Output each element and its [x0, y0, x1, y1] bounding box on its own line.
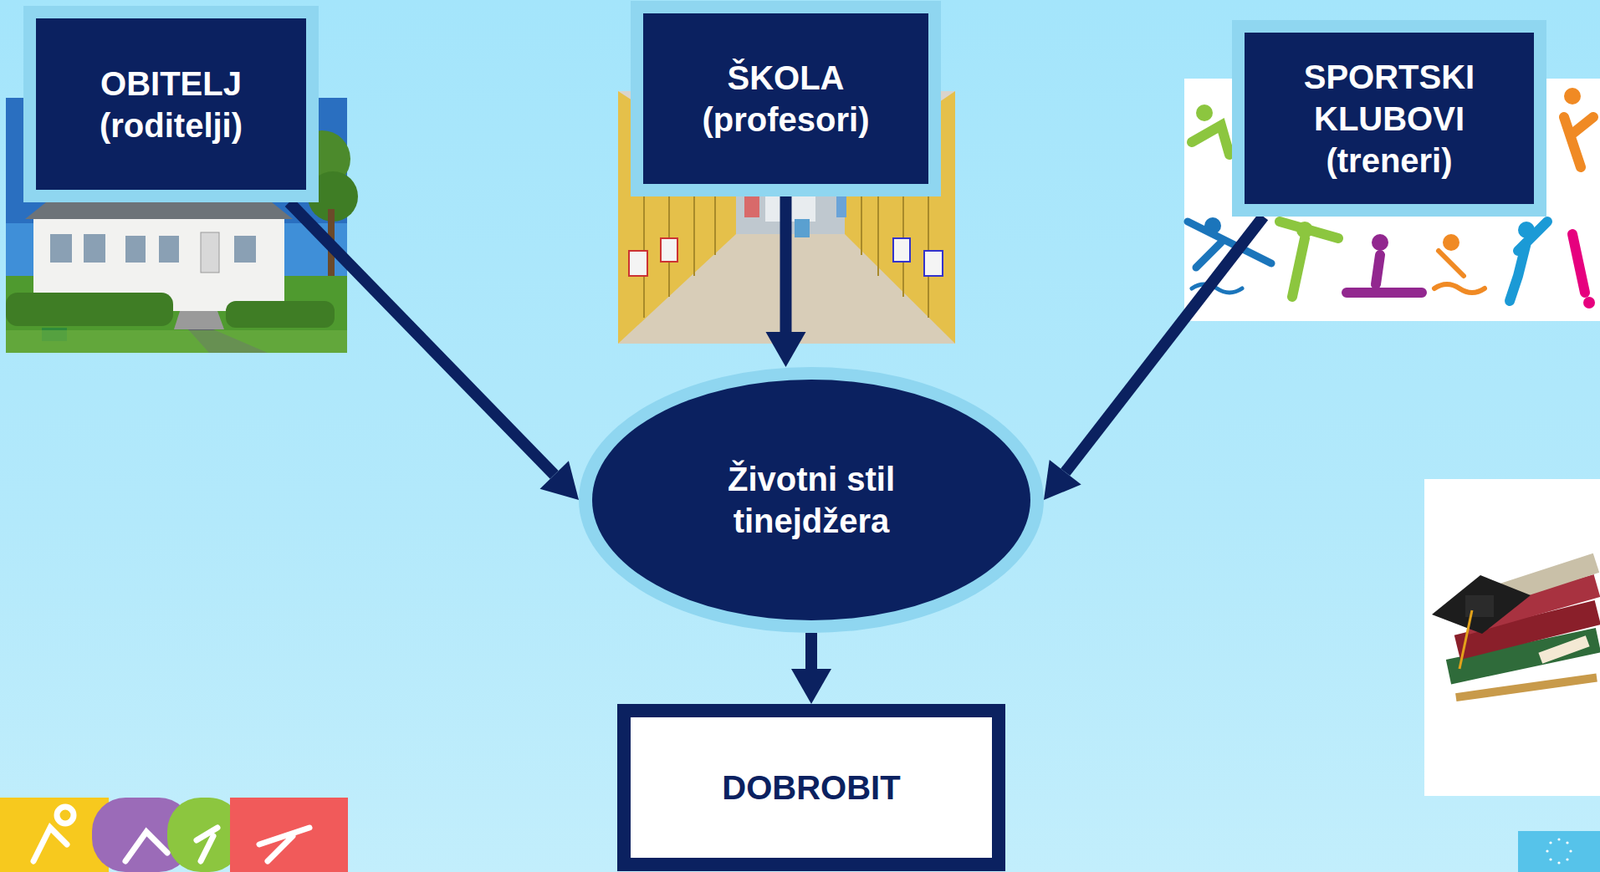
sports-banner-picture	[0, 797, 348, 872]
arrow-line	[780, 196, 793, 333]
arrow-line	[289, 202, 555, 476]
arrow-line	[1065, 216, 1264, 473]
sports-clubs-box: SPORTSKI KLUBOVI (treneri)	[1244, 32, 1534, 205]
school-box: ŠKOLA (profesori)	[643, 13, 929, 185]
ellipse-outline	[578, 367, 1044, 634]
arrow-connector	[766, 196, 807, 368]
arrow-connector	[1043, 216, 1264, 501]
node-label: SPORTSKI KLUBOVI (treneri)	[1272, 56, 1507, 182]
eu-flag-picture	[1518, 831, 1600, 872]
node-label: Životni stil tinejdžera	[685, 458, 937, 542]
lifestyle-ellipse: Životni stil tinejdžera	[578, 367, 1044, 634]
node-label: ŠKOLA (profesori)	[669, 56, 904, 141]
family-box: OBITELJ (roditelji)	[35, 18, 307, 190]
arrow-head	[791, 669, 832, 705]
arrow-connector	[289, 202, 579, 501]
arrow-head	[1043, 460, 1082, 501]
arrow-head	[766, 332, 807, 368]
node-label: OBITELJ (roditelji)	[58, 62, 285, 147]
node-label: DOBROBIT	[721, 766, 900, 809]
arrow-head	[540, 460, 579, 501]
arrow-line	[805, 633, 818, 670]
wellbeing-box: DOBROBIT	[617, 704, 1006, 872]
arrow-connector	[791, 633, 832, 705]
books-cap-picture	[1424, 479, 1600, 797]
